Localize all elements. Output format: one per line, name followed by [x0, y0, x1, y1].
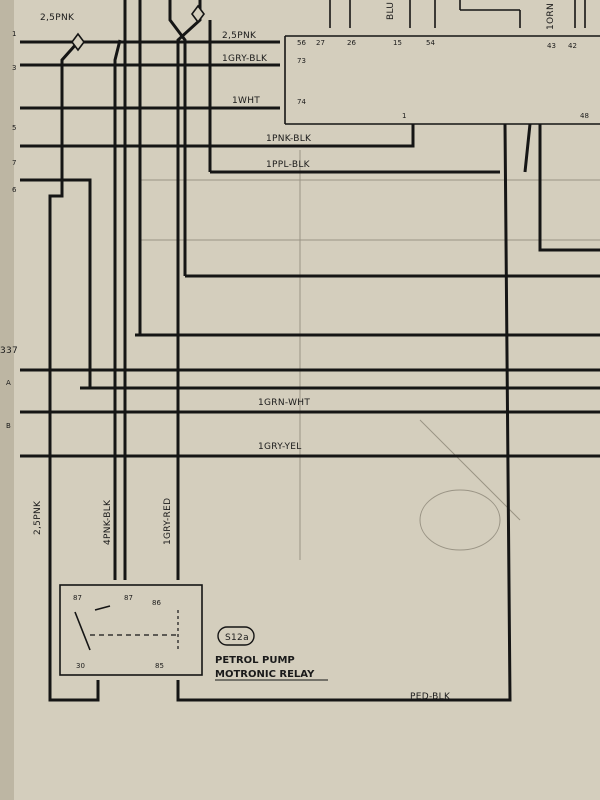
left-connector-pin-b: B	[6, 422, 11, 430]
pin-56: 56	[297, 39, 306, 47]
bus-lines	[20, 274, 600, 458]
relay-code: S12a	[225, 633, 249, 643]
left-number-6: 6	[12, 186, 17, 194]
pin-74: 74	[297, 98, 306, 106]
left-number-3: 3	[12, 64, 16, 72]
top-label-pnk: 2,5PNK	[40, 13, 75, 23]
vertical-label-pnk-blk: 4PNK-BLK	[103, 499, 113, 545]
wire-label-grn-wht: 1GRN-WHT	[258, 398, 310, 408]
relay-pin-85: 85	[155, 662, 164, 670]
left-connector-pin-a: A	[6, 379, 11, 387]
wire-label-gry-yel: 1GRY-YEL	[258, 442, 302, 452]
wire-label-2-5pnk: 2,5PNK	[222, 31, 257, 41]
top-connector-block	[284, 0, 600, 125]
relay-name-line1: PETROL PUMP	[215, 655, 295, 666]
splice-diamond	[191, 4, 205, 24]
pin-54: 54	[426, 39, 435, 47]
vertical-label-2-5pnk: 2,5PNK	[33, 500, 43, 535]
pin-15: 15	[393, 39, 402, 47]
relay-code-badge	[217, 626, 255, 646]
left-number-5: 5	[12, 124, 16, 132]
wire-label-gry-blk: 1GRY-BLK	[222, 54, 268, 64]
page-edge	[0, 0, 14, 800]
pin-26: 26	[347, 39, 356, 47]
pin-73: 73	[297, 57, 306, 65]
relay-name-line2: MOTRONIC RELAY	[215, 669, 315, 680]
top-label-orn: 1ORN	[546, 3, 556, 30]
pin-42: 42	[568, 42, 577, 50]
ghost-lines	[140, 150, 600, 560]
splice-diamond	[71, 32, 85, 52]
pin-1: 1	[402, 112, 406, 120]
left-number-7: 7	[12, 159, 16, 167]
relay-pin-30: 30	[76, 662, 85, 670]
pin-43: 43	[547, 42, 556, 50]
pin-27: 27	[316, 39, 325, 47]
wire-label-ped-blk: PED-BLK	[410, 692, 451, 702]
wire-label-ppl-blk: 1PPL-BLK	[266, 160, 311, 170]
pin-48: 48	[580, 112, 589, 120]
wire-label-pnk-blk: 1PNK-BLK	[266, 134, 312, 144]
left-number-1: 1	[12, 30, 16, 38]
relay-pin-87-left: 87	[73, 594, 82, 602]
relay-pin-86: 86	[152, 599, 161, 607]
left-connector-id: 337	[0, 346, 18, 356]
top-label-blu: BLU	[386, 2, 396, 20]
wire-label-wht: 1WHT	[232, 96, 260, 106]
relay-box	[59, 584, 203, 676]
vertical-label-gry-red: 1GRY-RED	[163, 498, 173, 545]
relay-pin-87-right: 87	[124, 594, 133, 602]
